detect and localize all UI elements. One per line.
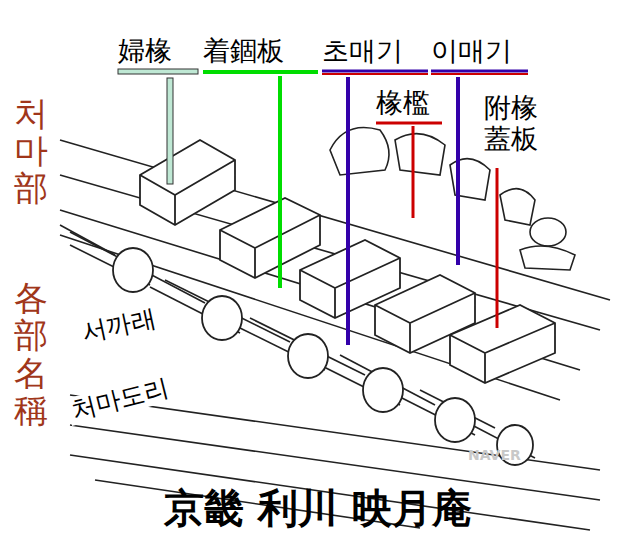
part-name: 초매기 <box>322 36 403 66</box>
part-name: 椽檻 <box>376 88 430 118</box>
part-name: 着錮板 <box>203 36 284 66</box>
watermark: NAVER <box>468 448 521 463</box>
caption: 京畿 利川 映月庵 <box>164 486 472 530</box>
vertical-heading: 처마部 <box>14 95 48 207</box>
part-name: 서까래 <box>76 304 161 348</box>
part-name: 처마도리 <box>65 373 175 425</box>
part-name: 이매기 <box>431 36 512 66</box>
vertical-heading: 各部名稱 <box>14 280 48 430</box>
part-name: 附椽 蓋板 <box>484 92 541 154</box>
part-name: 婦椽 <box>118 36 172 66</box>
